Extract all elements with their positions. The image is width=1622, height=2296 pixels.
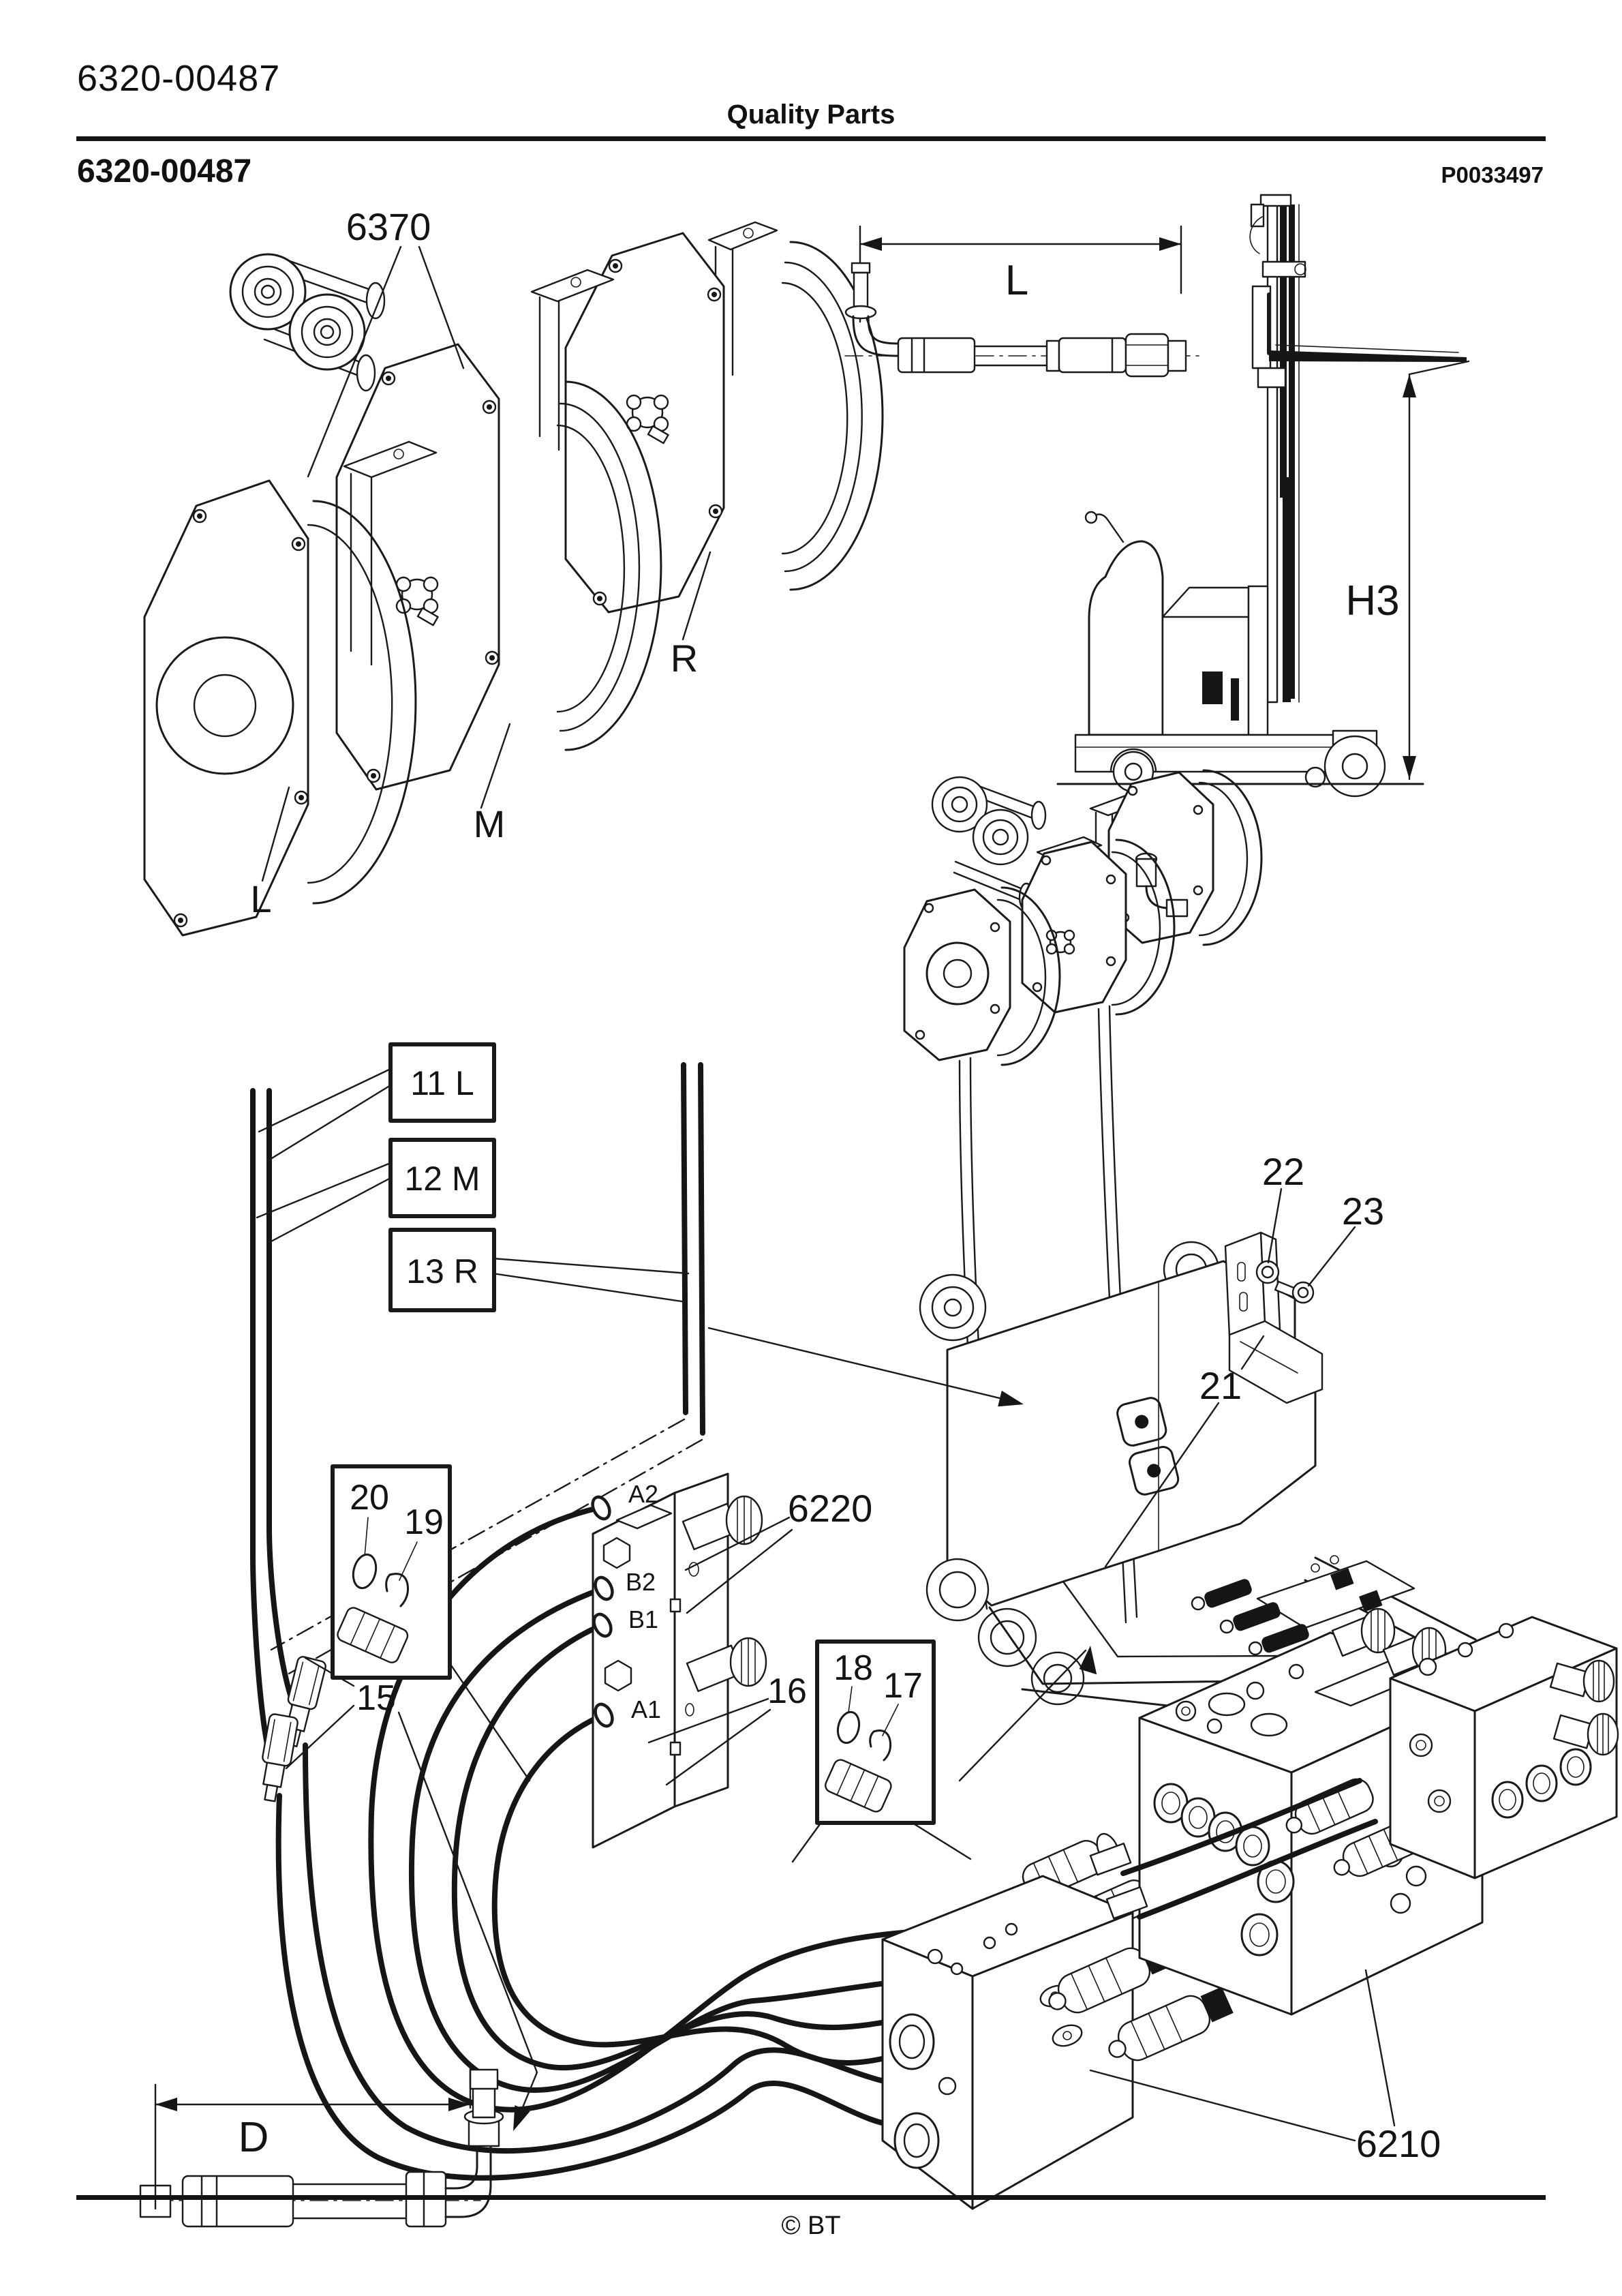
- dim-H3: [1403, 360, 1470, 781]
- label-reel-l: L: [250, 877, 271, 920]
- elbow-fitting-icon: [1135, 852, 1189, 918]
- label-dim-h3: H3: [1345, 577, 1399, 624]
- bracket-21: [1224, 1231, 1323, 1404]
- knurled-fitting-icon: [686, 1637, 767, 1692]
- wing-nut-icon: [395, 576, 439, 626]
- screw-23: [1274, 1280, 1315, 1304]
- copyright: © BT: [781, 2211, 841, 2240]
- item-22-label: 22: [1262, 1150, 1304, 1193]
- hose-tag-box-12M: 12 M: [388, 1138, 496, 1218]
- footer-rule: [76, 2195, 1546, 2200]
- washer-22: [1255, 1260, 1280, 1284]
- port-label-a2: A2: [628, 1480, 658, 1508]
- document-number: 6320-00487: [77, 58, 281, 99]
- hose-tag-13R: 13 R: [406, 1252, 478, 1290]
- valve-block-centre: [1048, 1607, 1484, 2061]
- header-rule: [76, 136, 1546, 141]
- knurled-fitting-icon: [682, 1495, 763, 1550]
- hose-end-fitting-lower: [262, 1713, 299, 1802]
- clip-icon: [385, 1573, 409, 1607]
- label-dim-l: L: [1005, 257, 1028, 304]
- vertical-hoses-right: [681, 1062, 705, 1436]
- hose-tag-11L: 11 L: [410, 1064, 474, 1102]
- callout-6220: 6220: [788, 1487, 873, 1530]
- hose-assembly-top: [844, 225, 1187, 378]
- hose-tag-box-13R: 13 R: [388, 1228, 496, 1312]
- interblock-hoses: [1089, 1778, 1378, 1920]
- callout-6210: 6210: [1356, 2122, 1441, 2165]
- item-20-label: 20: [350, 1478, 389, 1517]
- o-ring-icon: [836, 1710, 861, 1744]
- hose-reel-left: [143, 440, 438, 937]
- hose-tag-box-11L: 11 L: [388, 1042, 496, 1123]
- item-21-label: 21: [1199, 1364, 1242, 1407]
- knurled-cap-icon: [1331, 1607, 1396, 1657]
- hose-reel-right: [564, 221, 884, 614]
- fitting-icon: [337, 1607, 409, 1663]
- vertical-hoses-left: [250, 1088, 326, 1802]
- manifold-6220: A2 B2 B1 A1: [591, 1472, 767, 1849]
- callout-6370: 6370: [346, 205, 431, 248]
- pulley-pair-large: [229, 253, 386, 392]
- o-ring-icon: [352, 1553, 378, 1590]
- part-number: 6320-00487: [77, 153, 252, 190]
- wing-nut-icon: [1045, 929, 1075, 955]
- label-reel-m: M: [474, 802, 506, 845]
- item-17-label: 17: [883, 1666, 923, 1706]
- leader-lines: [256, 245, 1396, 2142]
- wing-nut-icon: [626, 394, 669, 444]
- hose-tag-12M: 12 M: [404, 1160, 480, 1198]
- item-19-label: 19: [404, 1502, 444, 1542]
- plate-reference: P0033497: [1441, 162, 1544, 187]
- knurled-cap-icon: [1552, 1712, 1619, 1756]
- truck-side-view: [1056, 194, 1467, 798]
- item-15-label: 15: [356, 1678, 396, 1718]
- page-title: Quality Parts: [726, 100, 896, 130]
- valve-block-lower: [881, 1832, 1168, 2210]
- solenoid-coil-icon: [1285, 1778, 1374, 1835]
- label-reel-r: R: [671, 637, 698, 680]
- port-label-a1: A1: [631, 1695, 661, 1723]
- clip-icon: [869, 1729, 892, 1762]
- plate-cutouts: [1116, 1397, 1180, 1496]
- item-23-label: 23: [1342, 1190, 1384, 1233]
- label-dim-d: D: [239, 2114, 269, 2161]
- oring-clip-box-lower: 18 17: [815, 1640, 936, 1825]
- oring-clip-box-upper: 20 19: [331, 1464, 452, 1680]
- valve-block-right: [1285, 1616, 1619, 1879]
- reel-group-small: [903, 769, 1263, 1066]
- port-label-b1: B1: [628, 1605, 658, 1633]
- item-16-label: 16: [767, 1672, 807, 1711]
- item-18-label: 18: [833, 1648, 873, 1688]
- solenoid-coil-icon: [1108, 1987, 1234, 2061]
- dim-D: [154, 2063, 472, 2210]
- fitting-icon: [825, 1759, 892, 1813]
- port-label-b2: B2: [626, 1568, 656, 1596]
- knurled-cap-icon: [1549, 1659, 1615, 1703]
